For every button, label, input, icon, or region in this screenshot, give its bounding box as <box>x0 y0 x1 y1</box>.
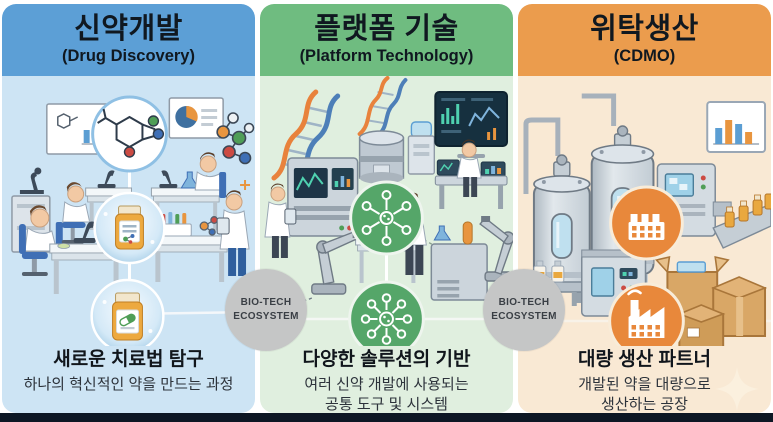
molecule-model-icon <box>216 112 255 165</box>
factory-icon <box>628 214 665 240</box>
microscope-icon <box>97 170 116 188</box>
sparkle-icon <box>715 367 759 411</box>
panel-subtitle: (CDMO) <box>613 46 676 65</box>
platform-scene-illustration <box>260 76 513 346</box>
pie-chart-board-icon <box>168 97 224 139</box>
pipe-icon <box>523 93 617 194</box>
caption-title: 대량 생산 파트너 <box>578 349 711 370</box>
lab-scene-illustration <box>11 95 255 346</box>
caption-line: 생산하는 공장 <box>601 395 688 413</box>
flask-icon <box>433 225 452 241</box>
caption-line: 개발된 약을 대량으로 <box>578 376 711 393</box>
caption-line: 하나의 혁신적인 약을 만드는 과정 <box>23 376 234 393</box>
panel-title: 플랫폼 기술 <box>314 13 459 46</box>
water-cooler-icon <box>407 121 436 175</box>
cdmo-illustration <box>518 76 771 346</box>
network-hub-node <box>348 280 425 346</box>
robot-arm-icon <box>311 228 359 295</box>
robot-arm-machine-right <box>430 216 513 301</box>
caption-title: 새로운 치료법 탐구 <box>53 349 204 370</box>
badge-line: ECOSYSTEM <box>491 311 557 322</box>
factory-scene-illustration <box>518 93 771 346</box>
panel-drug-discovery: 신약개발 (Drug Discovery) 새로운 치료법 탐구 하나의 혁신적… <box>2 4 255 413</box>
wall-chart-icon <box>706 101 767 153</box>
microscope-icon <box>159 170 178 188</box>
capsule-icon <box>119 313 136 327</box>
caption-line: 여러 신약 개발에 사용되는 <box>304 376 469 393</box>
factory-node <box>609 185 684 261</box>
panel-caption-platform-technology: 다양한 솔루션의 기반 여러 신약 개발에 사용되는 공통 도구 및 시스템 <box>266 344 507 413</box>
badge-line: BIO-TECH <box>498 296 550 308</box>
panel-cdmo: 위탁생산 (CDMO) 대량 생산 파트너 개발된 약을 대량으로 생산하는 공… <box>518 4 771 413</box>
microscope-icon <box>73 221 96 243</box>
badge-line: BIO-TECH <box>240 296 292 308</box>
sequencer-machine-icon <box>287 157 359 237</box>
test-tube-rack-icon <box>156 212 192 237</box>
network-hub-node <box>349 180 424 256</box>
panel-caption-cdmo: 대량 생산 파트너 개발된 약을 대량으로 생산하는 공장 <box>524 344 765 413</box>
drug-discovery-illustration <box>2 76 255 346</box>
conveyor-belt-bottles <box>712 193 771 249</box>
footer-bar <box>0 413 773 422</box>
panel-caption-drug-discovery: 새로운 치료법 탐구 하나의 혁신적인 약을 만드는 과정 <box>8 344 249 395</box>
bio-tech-ecosystem-badge: BIO-TECH ECOSYSTEM <box>483 269 565 351</box>
chemical-structure-node <box>91 95 168 173</box>
robot-arm-icon <box>479 216 513 282</box>
platform-technology-illustration <box>260 76 513 346</box>
panel-subtitle: (Drug Discovery) <box>62 46 195 65</box>
pill-bottle-node <box>93 191 166 265</box>
panel-title: 신약개발 <box>74 13 183 46</box>
caption-title: 다양한 솔루션의 기반 <box>302 349 471 370</box>
panel-platform-technology: 플랫폼 기술 (Platform Technology) 다양한 솔루션의 기반… <box>260 4 513 413</box>
sparkle-plus-icon <box>240 180 251 190</box>
scientist-standing-right <box>150 190 250 282</box>
bio-tech-ecosystem-badge: BIO-TECH ECOSYSTEM <box>225 269 307 351</box>
panel-header-cdmo: 위탁생산 (CDMO) <box>518 4 771 76</box>
factory-smoke-icon <box>627 289 665 338</box>
scientist-with-tablet-left <box>264 183 297 258</box>
factory-node <box>608 282 685 346</box>
panel-header-platform-technology: 플랫폼 기술 (Platform Technology) <box>260 4 513 76</box>
panel-title: 위탁생산 <box>590 13 699 46</box>
medicine-bottle-icon <box>724 193 771 228</box>
tablet-icon <box>216 217 230 235</box>
panel-subtitle: (Platform Technology) <box>299 46 474 65</box>
panel-row: 신약개발 (Drug Discovery) 새로운 치료법 탐구 하나의 혁신적… <box>2 4 771 413</box>
caption-line: 공통 도구 및 시스템 <box>325 395 448 413</box>
control-console-icon <box>434 139 508 209</box>
dashboard-monitor-icon <box>434 91 509 158</box>
panel-header-drug-discovery: 신약개발 (Drug Discovery) <box>2 4 255 76</box>
badge-line: ECOSYSTEM <box>233 311 299 322</box>
cardboard-boxes-icon <box>654 255 768 346</box>
dna-sample-cylinder-icon <box>357 76 408 184</box>
test-tube-icon <box>462 221 473 245</box>
capsule-bottle-node <box>90 278 165 346</box>
